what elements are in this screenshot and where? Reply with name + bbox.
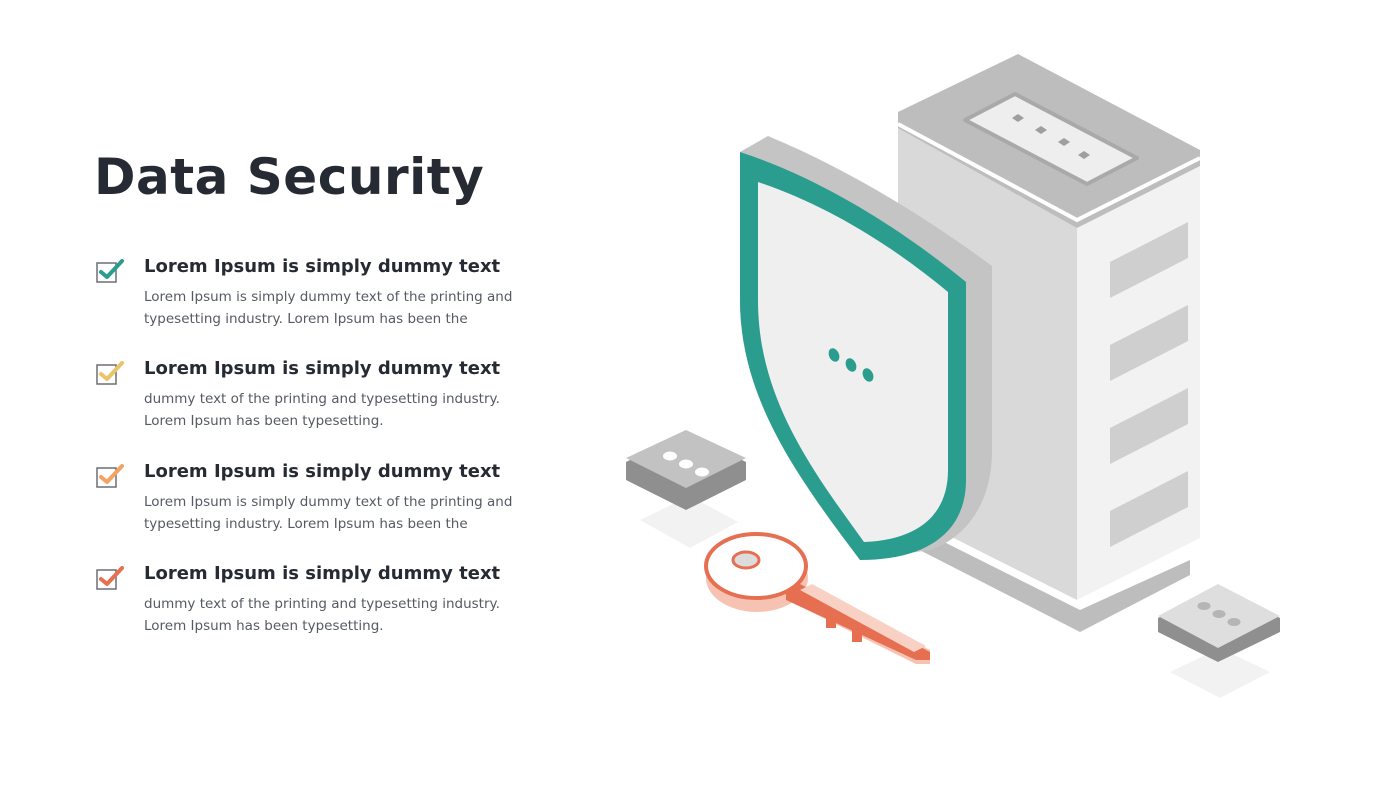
item-heading: Lorem Ipsum is simply dummy text [144,563,501,584]
checkbox-check-icon [96,464,124,488]
item-description: Lorem Ipsum is simply dummy text of the … [144,289,513,327]
item-heading: Lorem Ipsum is simply dummy text [144,256,501,277]
item-heading: Lorem Ipsum is simply dummy text [144,461,501,482]
checkbox-check-icon [96,361,124,385]
checkbox-check-icon [96,259,124,283]
item-description: Lorem Ipsum is simply dummy text of the … [144,494,513,532]
item-heading: Lorem Ipsum is simply dummy text [144,358,501,379]
checkbox-check-icon [96,566,124,590]
security-illustration [626,54,1280,698]
page-title: Data Security [94,148,485,206]
key-icon [704,532,930,664]
tile-shadow [1170,648,1270,698]
tile-shadow [640,496,738,548]
chat-bubble-icon [626,430,746,510]
item-description: dummy text of the printing and typesetti… [144,596,500,634]
chat-bubble-icon [1158,584,1280,662]
item-description: dummy text of the printing and typesetti… [144,391,500,429]
shield-icon [740,136,992,560]
